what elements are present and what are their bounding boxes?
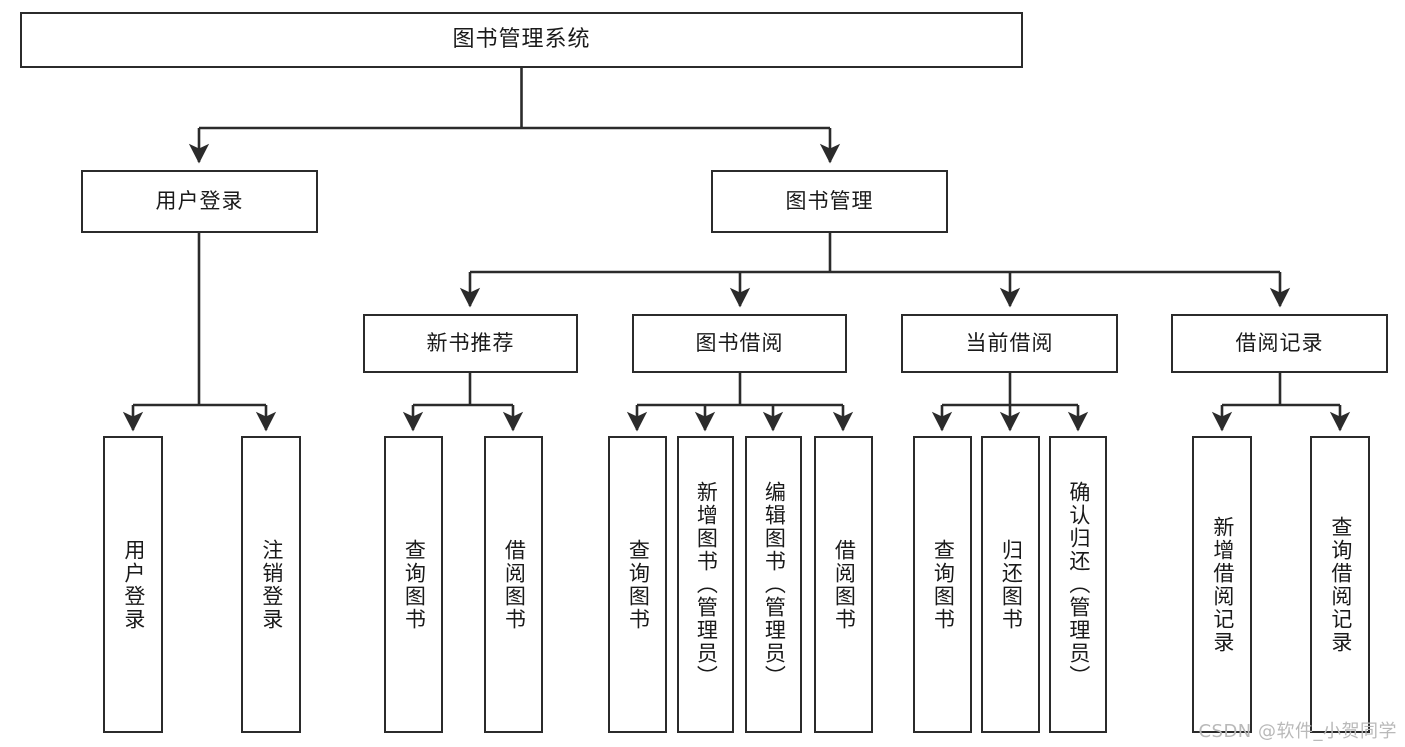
node-label: 图书管理 — [785, 188, 874, 213]
node-label: 注销登录 — [259, 538, 284, 631]
node-new-book-recommend[interactable]: 新书推荐 — [363, 314, 578, 373]
leaf-query-book-borrow[interactable]: 查询图书 — [608, 436, 667, 733]
node-label: 借阅记录 — [1235, 330, 1324, 355]
node-label: 查询图书 — [402, 538, 427, 631]
leaf-return-book[interactable]: 归还图书 — [981, 436, 1040, 733]
node-current-borrow[interactable]: 当前借阅 — [901, 314, 1118, 373]
leaf-query-borrow-record[interactable]: 查询借阅记录 — [1310, 436, 1370, 733]
node-label: 查询图书 — [626, 538, 651, 631]
leaf-user-login[interactable]: 用户登录 — [103, 436, 163, 733]
leaf-query-book-recommend[interactable]: 查询图书 — [384, 436, 443, 733]
leaf-edit-book-admin[interactable]: 编辑图书（管理员） — [745, 436, 802, 733]
node-label: 查询图书 — [931, 538, 956, 631]
node-label: 借阅图书 — [832, 538, 857, 631]
node-root-system[interactable]: 图书管理系统 — [20, 12, 1023, 68]
node-label: 用户登录 — [155, 188, 244, 213]
leaf-add-borrow-record[interactable]: 新增借阅记录 — [1192, 436, 1252, 733]
node-label: 归还图书 — [999, 538, 1024, 631]
node-label: 用户登录 — [121, 538, 146, 631]
leaf-borrow-book-recommend[interactable]: 借阅图书 — [484, 436, 543, 733]
node-label: 图书借阅 — [695, 330, 784, 355]
leaf-confirm-return-admin[interactable]: 确认归还（管理员） — [1049, 436, 1107, 733]
node-user-login[interactable]: 用户登录 — [81, 170, 318, 233]
node-book-management[interactable]: 图书管理 — [711, 170, 948, 233]
node-label: 编辑图书（管理员） — [762, 481, 787, 688]
node-label: 借阅图书 — [502, 538, 527, 631]
leaf-add-book-admin[interactable]: 新增图书（管理员） — [677, 436, 734, 733]
node-book-borrow[interactable]: 图书借阅 — [632, 314, 847, 373]
leaf-query-book-current[interactable]: 查询图书 — [913, 436, 972, 733]
node-label: 新书推荐 — [426, 330, 515, 355]
node-label: 图书管理系统 — [452, 26, 591, 52]
leaf-borrow-book[interactable]: 借阅图书 — [814, 436, 873, 733]
node-label: 当前借阅 — [965, 330, 1054, 355]
csdn-watermark: CSDN @软件_小贺同学 — [1198, 721, 1397, 742]
node-label: 查询借阅记录 — [1328, 515, 1353, 654]
node-label: 确认归还（管理员） — [1066, 481, 1091, 688]
leaf-logout[interactable]: 注销登录 — [241, 436, 301, 733]
node-borrow-record[interactable]: 借阅记录 — [1171, 314, 1388, 373]
node-label: 新增图书（管理员） — [694, 481, 719, 688]
node-label: 新增借阅记录 — [1210, 515, 1235, 654]
